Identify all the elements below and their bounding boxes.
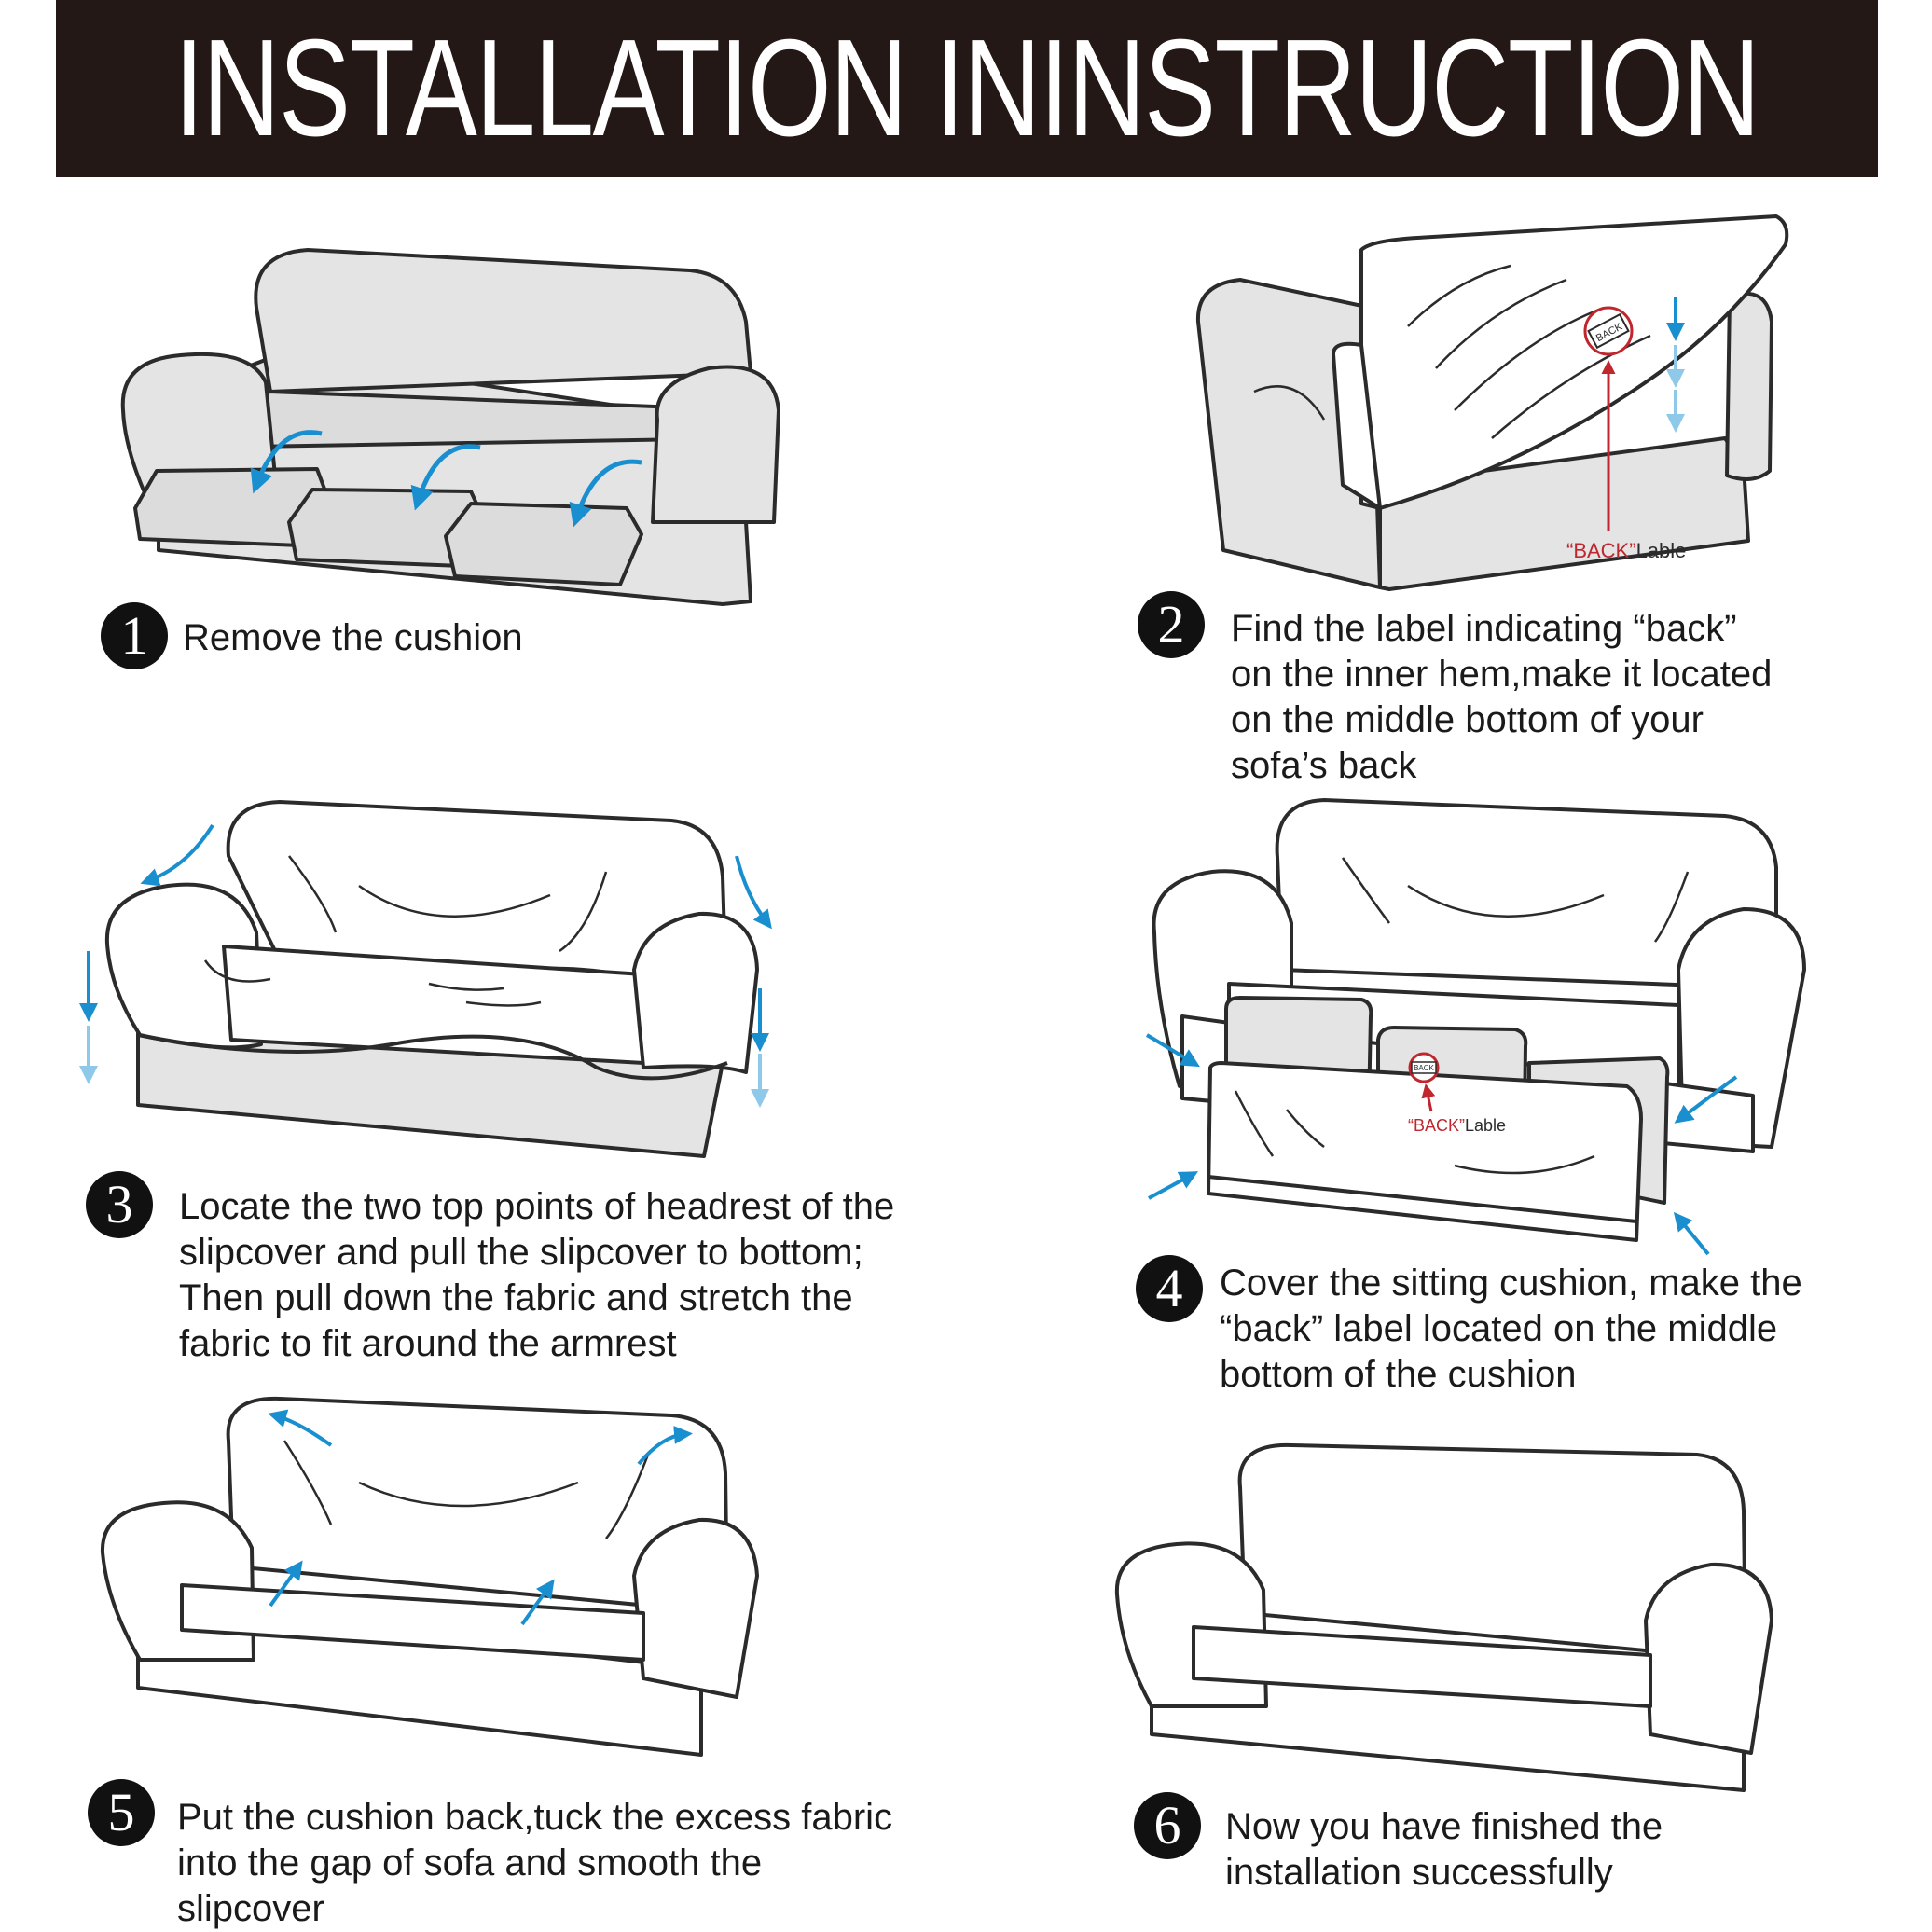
step-5-line-2: into the gap of sofa and smooth the [177,1842,763,1884]
step4-back-tag: BACK [1408,1052,1440,1083]
step-6-line-2: installation successfully [1225,1852,1613,1893]
step-3-number: 3 [86,1171,153,1238]
step2-back-label: “BACK”Lable [1566,539,1686,562]
step-2-line-1: Find the label indicating “back” [1231,608,1737,649]
step-2-number: 2 [1138,591,1205,658]
back-tag-text-2: BACK [1414,1064,1434,1072]
step-3-text: Locate the two top points of headrest of… [179,1184,894,1367]
step-2-line-2: on the inner hem,make it located [1231,654,1773,695]
step-2-text: Find the label indicating “back” on the … [1231,606,1772,789]
step-3-line-1: Locate the two top points of headrest of… [179,1186,895,1227]
step-5-line-3: slipcover [177,1888,324,1929]
step1-arrows [250,430,642,528]
step4-red-pointer [1421,1083,1436,1112]
step-1-text: Remove the cushion [183,615,523,661]
step3-fabric-folds [203,855,608,1007]
step-1-line-1: Remove the cushion [183,617,523,658]
step5-sofa-illustration [100,1396,759,1757]
step-1-number: 1 [101,602,168,669]
step-5-number: 5 [88,1779,155,1846]
step3-sofa-illustration [104,800,759,1158]
step-3-line-2: slipcover and pull the slipcover to bott… [179,1232,863,1273]
step1-sofa-illustration [120,248,780,606]
step4-back-label: “BACK”Lable [1408,1116,1506,1135]
step-4-text: Cover the sitting cushion, make the “bac… [1220,1261,1802,1398]
step-4-line-1: Cover the sitting cushion, make the [1220,1263,1802,1304]
step-2-line-3: on the middle bottom of your [1231,699,1704,740]
step4-fabric-folds [1234,857,1690,1175]
step4-arrows [1145,1033,1738,1256]
step6-sofa-illustration [1114,1442,1773,1792]
title-banner: INSTALLATION ININSTRUCTION [56,0,1878,177]
step5-fabric-folds [283,1440,650,1539]
step-4-line-3: bottom of the cushion [1220,1354,1577,1395]
step-3-line-4: fabric to fit around the armrest [179,1323,677,1364]
step-4-line-2: “back” label located on the middle [1220,1308,1778,1349]
step-5-line-1: Put the cushion back,tuck the excess fab… [177,1797,893,1838]
step-3-line-3: Then pull down the fabric and stretch th… [179,1277,853,1318]
page-title: INSTALLATION ININSTRUCTION [174,11,1760,165]
step2-back-tag: BACK [1583,306,1634,356]
step-6-number: 6 [1134,1792,1201,1859]
step2-sofa-illustration [1195,214,1789,591]
step-2-line-4: sofa’s back [1231,745,1417,786]
step-5-text: Put the cushion back,tuck the excess fab… [177,1795,892,1932]
step-6-line-1: Now you have finished the [1225,1806,1663,1847]
step5-arrows [268,1409,693,1626]
step2-fabric-folds [1253,264,1651,439]
step-6-text: Now you have finished the installation s… [1225,1804,1663,1896]
step3-arrows [79,823,772,1108]
step4-sofa-illustration [1152,798,1806,1242]
step-4-number: 4 [1136,1255,1203,1322]
